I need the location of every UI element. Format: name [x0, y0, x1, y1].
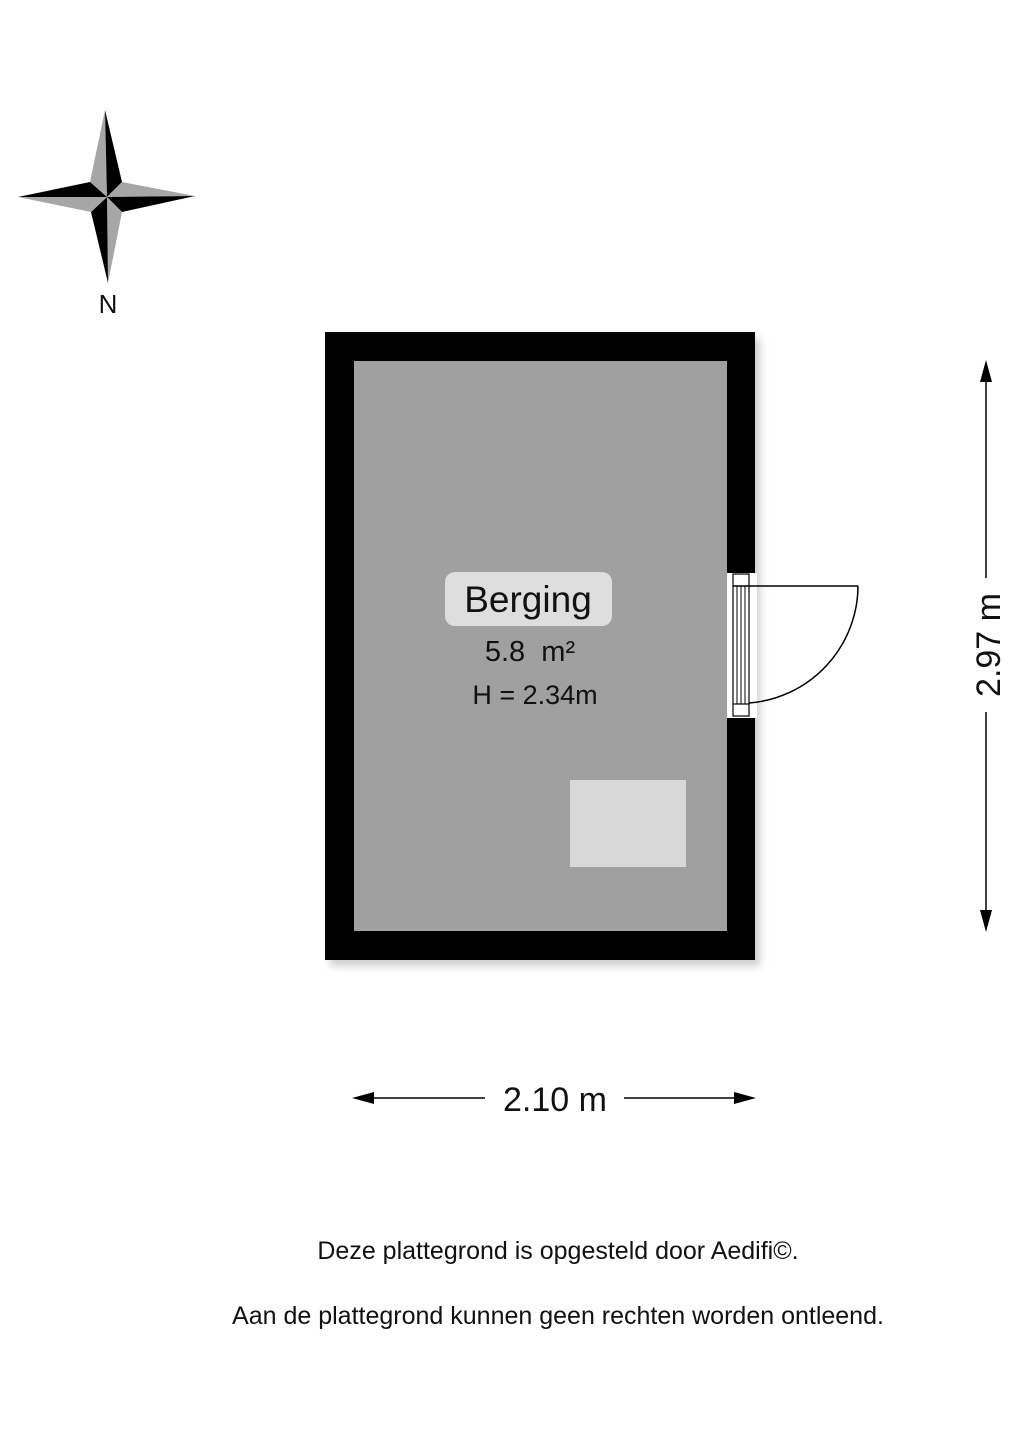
width-label: 2.10 m	[503, 1081, 607, 1119]
depth-dimension-line	[980, 360, 992, 932]
footer-credit: Deze plattegrond is opgesteld door Aedif…	[317, 1237, 798, 1265]
width-dimension-line	[352, 1092, 756, 1104]
compass-north-label: N	[99, 289, 118, 319]
arrow-up-icon	[980, 360, 992, 382]
arrow-down-icon	[980, 910, 992, 932]
compass-rose-icon	[18, 110, 195, 283]
room-berging	[325, 332, 760, 966]
arrow-right-icon	[734, 1092, 756, 1104]
room-height: H = 2.34m	[472, 680, 597, 710]
depth-label: 2.97 m	[970, 593, 1008, 697]
appliance-box	[570, 780, 686, 867]
room-name-badge	[445, 572, 612, 626]
room-name: Berging	[464, 579, 592, 620]
footer-disclaimer: Aan de plattegrond kunnen geen rechten w…	[232, 1302, 884, 1330]
door-icon	[727, 573, 859, 718]
room-area: 5.8 m²	[485, 636, 576, 668]
arrow-left-icon	[352, 1092, 374, 1104]
